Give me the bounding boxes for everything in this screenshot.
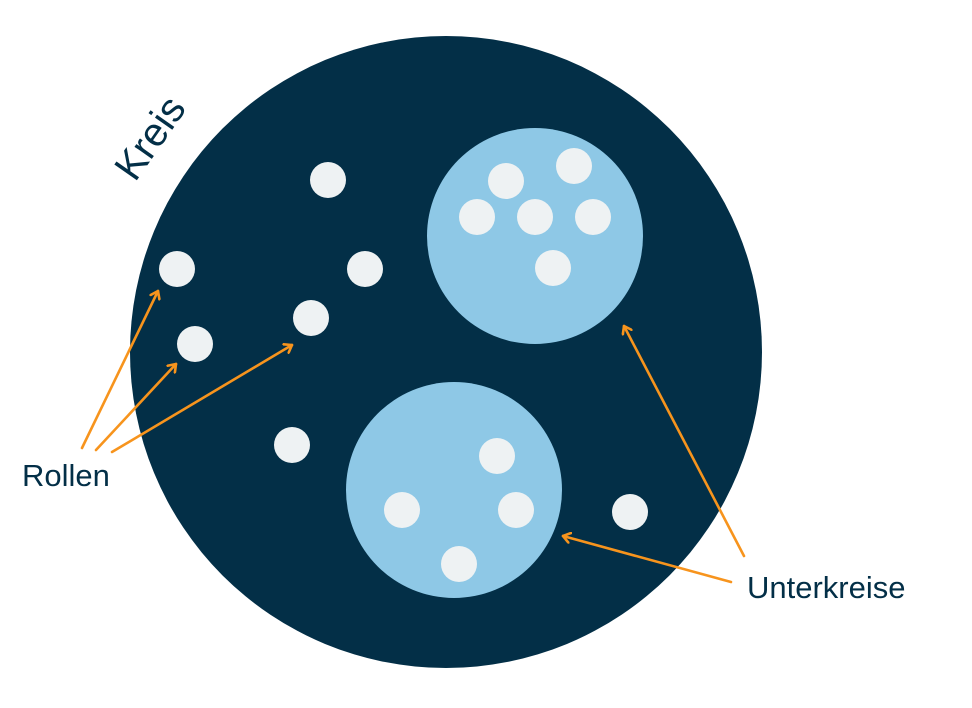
roles-arrows (80, 289, 294, 454)
subcircles-label: Unterkreise (747, 570, 906, 605)
role-dot (274, 427, 310, 463)
role-dot (159, 251, 195, 287)
role-dot (535, 250, 571, 286)
role-dot (488, 163, 524, 199)
arrow (561, 536, 733, 584)
subcircle (427, 128, 643, 344)
subcircles-arrows (561, 324, 746, 584)
role-dot (517, 199, 553, 235)
subcircle-upper (427, 128, 643, 344)
role-dot (459, 199, 495, 235)
outer-role-dots (159, 162, 648, 530)
role-dot (293, 300, 329, 336)
role-dot (177, 326, 213, 362)
role-dot (347, 251, 383, 287)
arrow (80, 289, 158, 450)
role-dot (479, 438, 515, 474)
role-dot (575, 199, 611, 235)
role-dot (498, 492, 534, 528)
role-dot (384, 492, 420, 528)
outer-circle-label: Kreis (106, 88, 194, 188)
subcircle-lower (346, 382, 562, 598)
subcircle-role-dots (459, 148, 611, 286)
roles-label: Rollen (22, 458, 110, 493)
role-dot (612, 494, 648, 530)
arrow (94, 362, 178, 452)
role-dot (310, 162, 346, 198)
subcircle (346, 382, 562, 598)
role-dot (441, 546, 477, 582)
subcircle-role-dots (384, 438, 534, 582)
arrow (110, 345, 294, 454)
role-dot (556, 148, 592, 184)
arrow (624, 324, 746, 558)
